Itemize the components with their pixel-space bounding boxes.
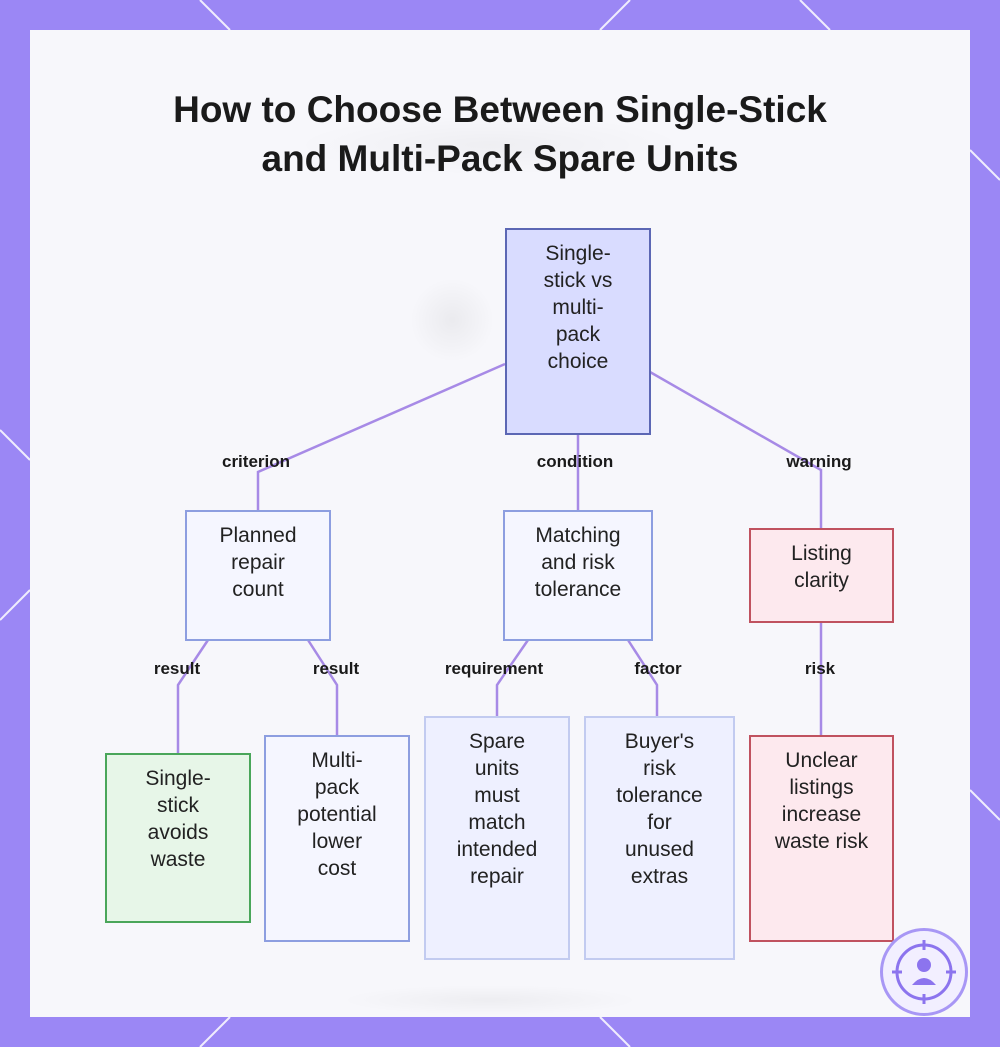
page-title: How to Choose Between Single-Stick and M… <box>0 85 1000 183</box>
edge-planned-to-single <box>176 639 210 753</box>
node-single-label: Single- stick avoids waste <box>145 767 211 871</box>
node-unclear-label: Unclear listings increase waste risk <box>774 749 869 853</box>
edge-root-to-listing <box>649 370 823 528</box>
node-unclear-listings: Unclear listings increase waste risk <box>749 735 894 942</box>
node-root-label: Single- stick vs multi- pack choice <box>543 242 613 373</box>
node-planned-label: Planned repair count <box>219 524 297 601</box>
edge-label-warning: warning <box>786 452 852 471</box>
target-person-icon <box>880 928 968 1016</box>
edge-label-result-left: result <box>153 659 201 678</box>
edge-label-criterion: criterion <box>221 452 291 471</box>
edge-label-risk: risk <box>804 659 836 678</box>
node-spare-label: Spare units must match intended repair <box>456 730 538 888</box>
title-line-1: How to Choose Between Single-Stick <box>173 89 827 130</box>
edge-label-requirement: requirement <box>444 659 544 678</box>
node-listing-label: Listing clarity <box>791 542 852 592</box>
edge-label-result-right: result <box>312 659 360 678</box>
node-multi-pack-lower-cost: Multi- pack potential lower cost <box>264 735 410 942</box>
node-buyers-risk-tolerance: Buyer's risk tolerance for unused extras <box>584 716 735 960</box>
node-root-choice: Single- stick vs multi- pack choice <box>505 228 651 435</box>
node-listing-clarity: Listing clarity <box>749 528 894 623</box>
edge-root-to-planned <box>256 362 506 510</box>
edge-matching-to-buyer <box>626 639 659 716</box>
edge-label-factor: factor <box>634 659 682 678</box>
node-single-stick-avoids-waste: Single- stick avoids waste <box>105 753 251 923</box>
node-matching-label: Matching and risk tolerance <box>534 524 622 601</box>
node-matching-risk-tolerance: Matching and risk tolerance <box>503 510 653 641</box>
node-planned-repair-count: Planned repair count <box>185 510 331 641</box>
edge-planned-to-multi <box>306 639 339 735</box>
node-multi-label: Multi- pack potential lower cost <box>297 749 377 880</box>
edge-label-condition: condition <box>536 452 614 471</box>
edge-matching-to-spare <box>495 639 530 716</box>
node-buyer-label: Buyer's risk tolerance for unused extras <box>616 730 703 888</box>
title-line-2: and Multi-Pack Spare Units <box>261 138 739 179</box>
node-spare-units-must-match: Spare units must match intended repair <box>424 716 570 960</box>
